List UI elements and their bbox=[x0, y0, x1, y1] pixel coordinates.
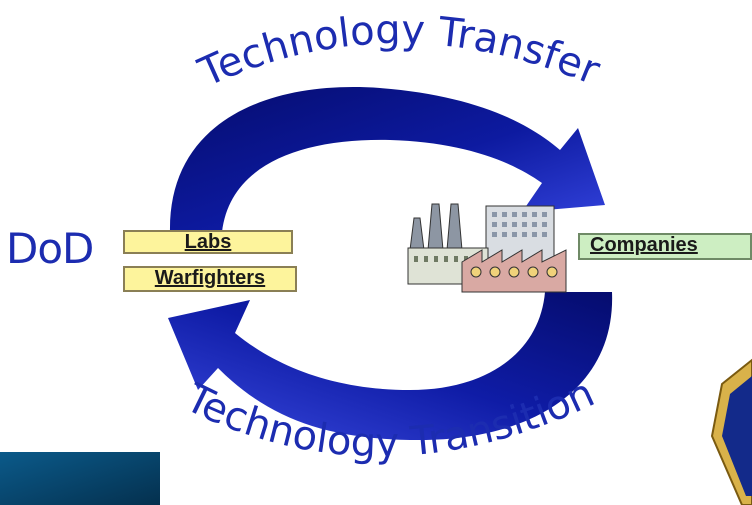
transition-arrow bbox=[168, 292, 613, 440]
transfer-arrow bbox=[169, 87, 605, 232]
factory-icon bbox=[407, 203, 567, 293]
companies-box: Companies bbox=[578, 233, 752, 260]
corner-banner bbox=[0, 452, 160, 505]
warfighters-box: Warfighters bbox=[123, 266, 297, 292]
labs-box: Labs bbox=[123, 230, 293, 254]
emblem-icon bbox=[710, 358, 752, 505]
dod-label: DoD bbox=[6, 224, 94, 273]
technology-transfer-label: Technology Transfer bbox=[191, 7, 606, 96]
